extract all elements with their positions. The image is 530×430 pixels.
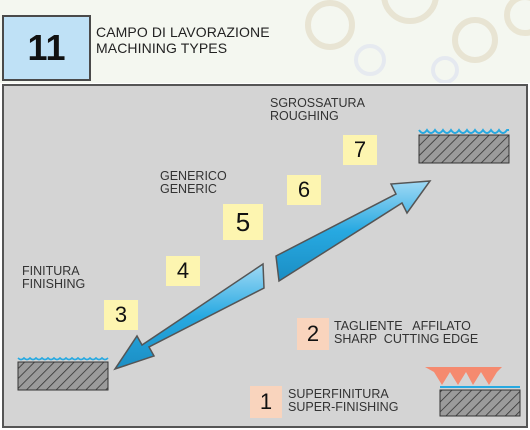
gears-background-icon bbox=[305, 0, 530, 83]
generic-label-it: GENERICO bbox=[160, 169, 227, 183]
sharp-label-it: TAGLIENTE AFFILATO bbox=[334, 319, 471, 333]
finishing-arrow bbox=[113, 262, 265, 371]
roughing-arrow bbox=[275, 180, 432, 283]
scale-chip-3: 3 bbox=[104, 300, 138, 330]
roughing-label-it: SGROSSATURA bbox=[270, 96, 365, 110]
section-number: 11 bbox=[2, 15, 91, 81]
scale-chip-2: 2 bbox=[297, 318, 329, 350]
generic-label-en: GENERIC bbox=[160, 182, 217, 196]
roughing-label-en: ROUGHING bbox=[270, 109, 339, 123]
title-english: MACHINING TYPES bbox=[96, 40, 228, 56]
roughing-workpiece bbox=[418, 128, 510, 164]
superfinishing-workpiece bbox=[425, 367, 521, 417]
header: 11 CAMPO DI LAVORAZIONE MACHINING TYPES bbox=[0, 0, 530, 83]
sharp-label-en: SHARP CUTTING EDGE bbox=[334, 332, 479, 346]
superfinishing-label-it: SUPERFINITURA bbox=[288, 387, 389, 401]
superfinishing-label-en: SUPER-FINISHING bbox=[288, 400, 399, 414]
finishing-label-en: FINISHING bbox=[22, 277, 86, 291]
scale-chip-1: 1 bbox=[250, 386, 282, 418]
scale-chip-5: 5 bbox=[223, 204, 263, 240]
finishing-workpiece bbox=[17, 356, 109, 391]
title-italian: CAMPO DI LAVORAZIONE bbox=[96, 24, 270, 40]
scale-chip-6: 6 bbox=[287, 175, 321, 205]
finishing-label-it: FINITURA bbox=[22, 264, 80, 278]
scale-chip-4: 4 bbox=[166, 256, 200, 286]
scale-chip-7: 7 bbox=[343, 135, 377, 165]
